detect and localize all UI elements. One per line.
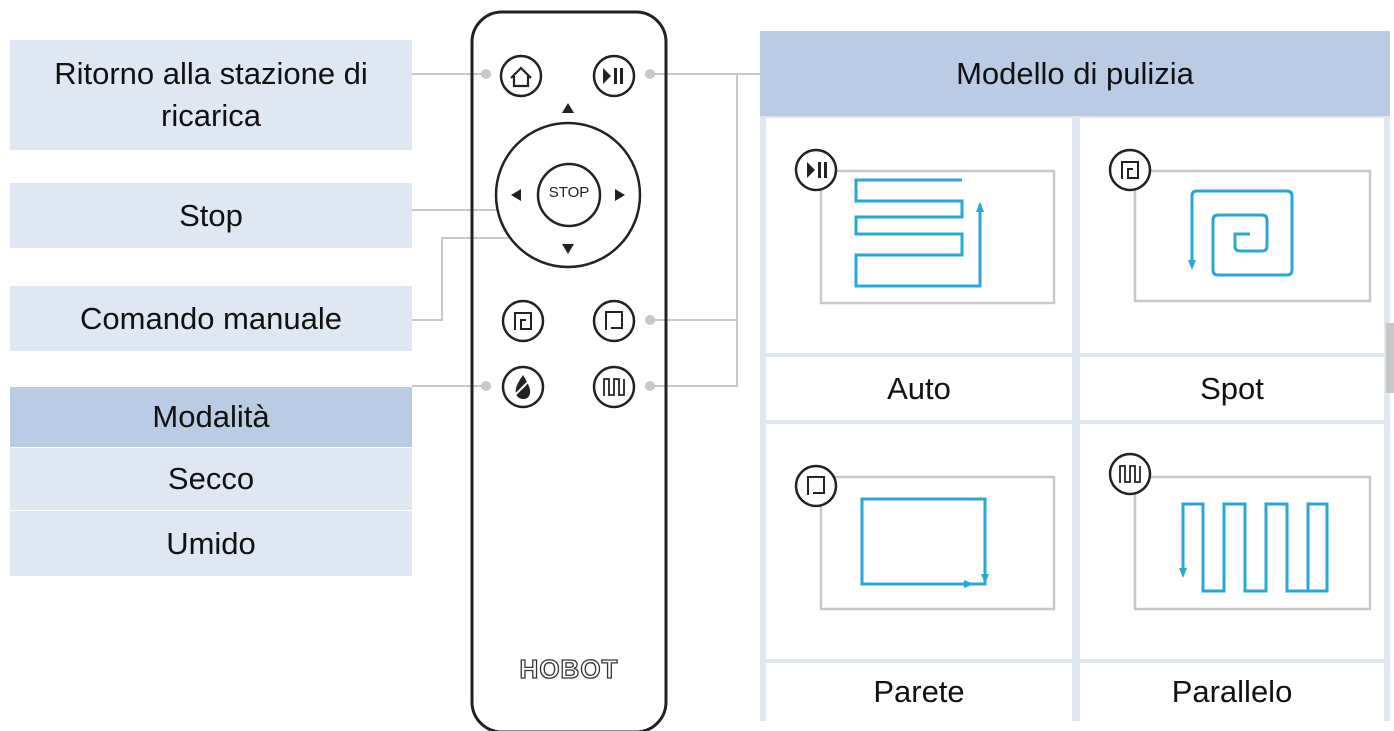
mode-label-wall: Parete	[766, 663, 1072, 721]
connector-manual	[412, 237, 535, 321]
label-mode-wet-text: Umido	[166, 525, 256, 561]
spot-path	[1190, 189, 1294, 277]
label-home-station-text: Ritorno alla stazione di ricarica	[54, 56, 368, 133]
connector-dot-mode	[481, 381, 491, 391]
wall-icon	[807, 476, 825, 495]
connector-dot-home	[481, 69, 491, 79]
connector-dot-parallel	[645, 381, 655, 391]
wall-path-diagram	[794, 464, 1056, 611]
mode-label-spot-text: Spot	[1200, 370, 1264, 406]
remote-body	[470, 10, 668, 731]
edge-tab	[1386, 323, 1394, 393]
mode-label-parallel: Parallelo	[1080, 663, 1384, 721]
label-stop: Stop	[10, 183, 412, 248]
mode-cell-spot	[1080, 118, 1384, 353]
mode-label-wall-text: Parete	[873, 674, 965, 709]
mode-cell-wall	[766, 424, 1072, 659]
auto-path-diagram	[794, 148, 1056, 305]
play-pause-icon	[807, 162, 815, 178]
auto-path	[854, 178, 982, 288]
mode-cell-parallel	[1080, 424, 1384, 659]
spot-button[interactable]	[501, 299, 545, 343]
parallel-button[interactable]	[592, 365, 636, 409]
label-manual-control-text: Comando manuale	[80, 300, 342, 336]
label-mode-dry: Secco	[10, 448, 412, 510]
panel-title-text: Modello di pulizia	[956, 55, 1194, 91]
spot-icon	[514, 312, 532, 330]
label-mode-header: Modalità	[10, 387, 412, 447]
panel-title: Modello di pulizia	[760, 31, 1390, 116]
mode-label-auto-text: Auto	[887, 370, 951, 406]
label-manual-control: Comando manuale	[10, 286, 412, 351]
brand-logo: HOBOT	[519, 653, 619, 684]
stop-button[interactable]	[536, 162, 602, 228]
mode-label-parallel-text: Parallelo	[1171, 674, 1293, 709]
mode-label-auto: Auto	[766, 357, 1072, 420]
arrow-left-icon	[511, 189, 521, 201]
parallel-icon	[1119, 465, 1141, 483]
connector-cleaning-bracket	[650, 73, 738, 387]
arrow-right-icon	[615, 189, 625, 201]
mode-cell-auto	[766, 118, 1072, 353]
wall-path	[860, 497, 987, 586]
stop-button-label: STOP	[548, 184, 590, 201]
wall-icon	[605, 311, 623, 330]
home-icon	[510, 66, 532, 88]
label-mode-header-text: Modalità	[152, 399, 270, 435]
label-home-station: Ritorno alla stazione di ricarica	[10, 40, 412, 150]
parallel-path-diagram	[1108, 452, 1372, 611]
parallel-path	[1181, 502, 1329, 593]
spot-path-diagram	[1108, 148, 1372, 303]
label-mode-dry-text: Secco	[167, 461, 255, 497]
home-button[interactable]	[499, 54, 543, 98]
connector-dot-wall	[645, 315, 655, 325]
label-mode-wet: Umido	[10, 511, 412, 576]
mode-button[interactable]	[501, 365, 545, 409]
mode-label-spot: Spot	[1080, 357, 1384, 420]
play-pause-button[interactable]	[592, 54, 636, 98]
wall-button[interactable]	[592, 299, 636, 343]
spot-icon	[1121, 161, 1139, 179]
play-pause-icon	[603, 68, 611, 84]
arrow-up-icon	[562, 103, 574, 113]
arrow-down-icon	[562, 244, 574, 254]
parallel-icon	[603, 378, 625, 396]
connector-dot-play	[645, 69, 655, 79]
label-stop-text: Stop	[179, 197, 243, 233]
